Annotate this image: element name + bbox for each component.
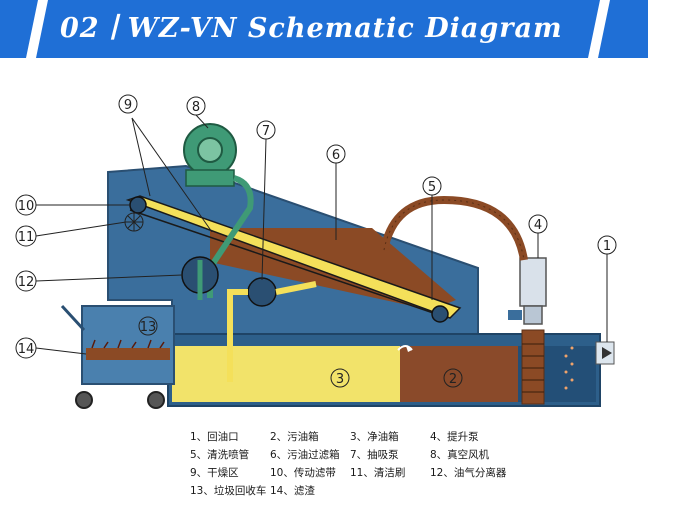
callout-10: 10 [18,199,35,214]
garbage-collection-cart [60,304,175,409]
callout-1: 1 [603,239,611,254]
legend-item: 3、净油箱 [350,431,399,443]
legend-item: 7、抽吸泵 [350,449,399,461]
legend-item: 2、污油箱 [270,431,319,443]
cleaning-spray-pipe [380,195,528,261]
callout-2: 2 [449,372,457,387]
legend-item: 9、干燥区 [190,467,239,479]
callout-4: 4 [534,218,542,233]
callout-8: 8 [192,100,200,115]
legend-item: 13、垃圾回收车 [190,485,267,497]
legend-item: 5、清洗喷管 [190,449,250,461]
legend-item: 6、污油过滤箱 [270,449,340,461]
callout-3: 3 [336,372,344,387]
callout-12: 12 [18,275,35,290]
legend-row: 1、回油口 2、污油箱 3、净油箱 4、提升泵 [190,428,510,446]
clean-oil-tank [172,346,400,402]
legend-row: 9、干燥区 10、传动滤带 11、清洁刷 12、油气分离器 [190,464,510,482]
callout-5: 5 [428,180,436,195]
lift-pump-column [521,329,545,405]
lift-pump [508,257,547,325]
callout-7: 7 [262,124,270,139]
legend-item: 1、回油口 [190,431,239,443]
header-banner [0,0,648,58]
callout-13: 13 [140,320,157,335]
dirty-oil-tank [400,346,518,402]
callout-14: 14 [18,342,35,357]
cleaning-brush [124,212,144,232]
legend-item: 12、油气分离器 [430,467,507,479]
legend-item: 8、真空风机 [430,449,490,461]
legend: 1、回油口 2、污油箱 3、净油箱 4、提升泵 5、清洗喷管 6、污油过滤箱 7… [190,428,510,500]
page-title: 02丨WZ-VN Schematic Diagram [60,13,563,44]
legend-row: 5、清洗喷管 6、污油过滤箱 7、抽吸泵 8、真空风机 [190,446,510,464]
suction-pump [247,277,277,307]
vacuum-fan [183,123,237,187]
legend-item: 10、传动滤带 [270,467,336,479]
legend-item: 4、提升泵 [430,431,479,443]
legend-item: 11、清洁刷 [350,467,406,479]
callout-9: 9 [124,98,132,113]
callout-11: 11 [18,230,35,245]
legend-item: 14、滤渣 [270,485,315,497]
legend-row: 13、垃圾回收车 14、滤渣 [190,482,510,500]
callout-6: 6 [332,148,340,163]
